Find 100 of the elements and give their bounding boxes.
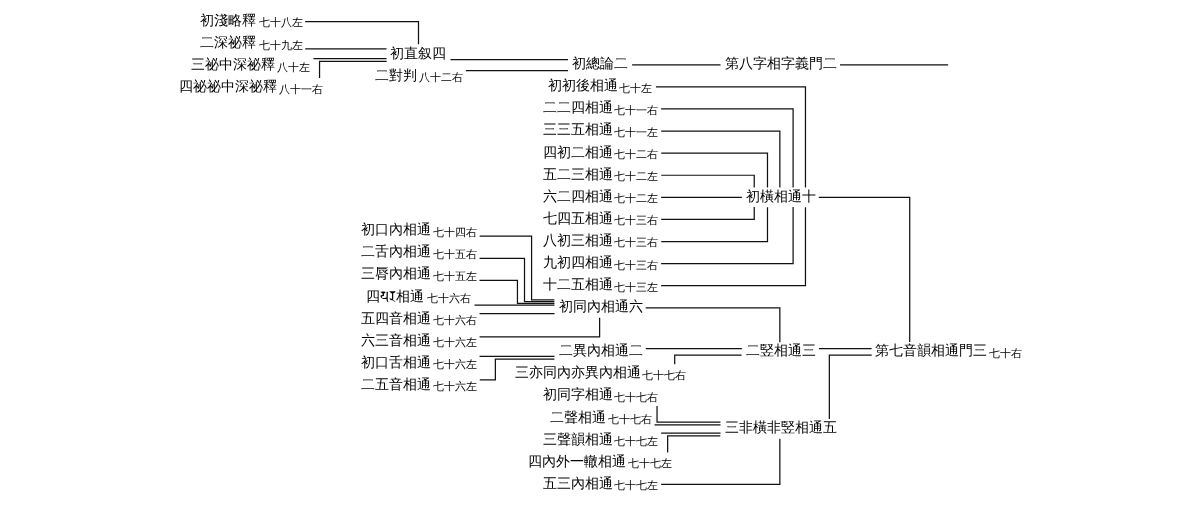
node-label: 七十二左 bbox=[613, 170, 658, 183]
node-text: 三亦同內亦異內相通 bbox=[514, 364, 641, 381]
node-text: 五二三相通 bbox=[542, 165, 613, 182]
node-text: 二舌內相通 bbox=[360, 243, 431, 260]
node-text: 十二五相通 bbox=[542, 276, 613, 293]
connector bbox=[660, 432, 721, 434]
connector bbox=[660, 438, 780, 486]
node-label: 七十四右 bbox=[432, 225, 477, 238]
connector bbox=[464, 69, 569, 72]
node-text: 初淺略釋 bbox=[199, 11, 256, 28]
connector bbox=[478, 312, 555, 315]
node-label: 七十五左 bbox=[432, 270, 477, 283]
node-label: 八十二右 bbox=[418, 71, 463, 84]
node-text: 初同內相通六 bbox=[558, 298, 643, 315]
node-label: 七十一右 bbox=[613, 103, 658, 116]
node-text: 六三音相通 bbox=[360, 331, 431, 348]
node-label: 七十六左 bbox=[432, 358, 477, 371]
connector bbox=[673, 354, 742, 365]
node-text: 二聲相通 bbox=[549, 408, 606, 425]
node-text: 第七音韻相通門三 bbox=[874, 342, 987, 359]
node-text: 初總論二 bbox=[571, 55, 628, 72]
connector bbox=[817, 348, 872, 350]
node-label: 七十三左 bbox=[613, 280, 658, 293]
node-text: 三脣內相通 bbox=[360, 265, 431, 282]
node-text: 四初二相通 bbox=[542, 143, 613, 160]
node-text: 二竪相通三 bbox=[745, 342, 816, 359]
node-text: 初口舌相通 bbox=[360, 353, 431, 370]
node-label: 七十七左 bbox=[627, 457, 672, 470]
node-text: 五三內相通 bbox=[542, 474, 613, 491]
node-label: 七十二左 bbox=[613, 192, 658, 205]
node-text: 五四音相通 bbox=[360, 309, 431, 326]
connector bbox=[660, 206, 755, 221]
node-label: 七十八左 bbox=[258, 16, 303, 29]
node-text: 六二四相通 bbox=[542, 187, 613, 204]
node-text: 三非橫非竪相通五 bbox=[724, 419, 837, 436]
node-text: 二二四相通 bbox=[542, 99, 613, 116]
node-label: 七十六左 bbox=[432, 336, 477, 349]
node-label: 七十三右 bbox=[613, 258, 658, 271]
node-text: 初口內相通 bbox=[360, 221, 431, 238]
node-text: 初初後相通 bbox=[547, 77, 618, 94]
node-label: 七十五右 bbox=[432, 247, 477, 260]
connector bbox=[660, 174, 755, 189]
connector bbox=[478, 317, 600, 338]
connector bbox=[478, 355, 555, 357]
connector bbox=[660, 206, 806, 287]
connector bbox=[304, 48, 387, 50]
node-label: 八十一右 bbox=[278, 82, 323, 95]
connector bbox=[666, 435, 721, 454]
connector bbox=[660, 206, 794, 265]
node-label: 七十六左 bbox=[432, 380, 477, 393]
node-label: 七十六右 bbox=[426, 292, 471, 305]
node-text: 初同字相通 bbox=[542, 386, 613, 403]
node-text: 第八字相字義門二 bbox=[724, 55, 837, 72]
node-label: 七十七右 bbox=[641, 368, 686, 381]
node-label: 七十右 bbox=[988, 346, 1022, 359]
node-text: 九初四相通 bbox=[542, 253, 613, 270]
connector bbox=[644, 307, 780, 343]
node-text: 初橫相通十 bbox=[745, 187, 816, 204]
node-label: 七十九左 bbox=[258, 38, 303, 51]
connector bbox=[653, 424, 721, 426]
node-text: 二五音相通 bbox=[360, 375, 431, 392]
node-label: 七十六右 bbox=[432, 314, 477, 327]
connector bbox=[660, 130, 780, 189]
connector bbox=[838, 64, 949, 66]
connector bbox=[660, 196, 742, 198]
node-text: 二深祕釋 bbox=[199, 33, 256, 50]
node-label: 七十七左 bbox=[613, 435, 658, 448]
node-text: 三聲韻相通 bbox=[542, 430, 613, 447]
node-label: 七十七左 bbox=[613, 479, 658, 492]
connector bbox=[318, 60, 387, 79]
node-label: 八十左 bbox=[276, 60, 310, 73]
node-text: 四𑖧𑖨相通 bbox=[365, 287, 424, 304]
node-label: 七十二右 bbox=[613, 148, 658, 161]
connector bbox=[449, 58, 569, 61]
node-text: 初直叙四 bbox=[389, 44, 446, 61]
node-label: 七十七右 bbox=[613, 391, 658, 404]
node-text: 二異內相通二 bbox=[558, 342, 643, 359]
node-label: 七十七右 bbox=[607, 413, 652, 426]
node-text: 四內外一轍相通 bbox=[527, 452, 626, 469]
connector bbox=[473, 304, 555, 306]
connector bbox=[478, 257, 555, 303]
node-text: 三三五相通 bbox=[542, 121, 613, 138]
connector bbox=[304, 20, 419, 45]
node-label: 七十三右 bbox=[613, 214, 658, 227]
node-text: 三祕中深祕釋 bbox=[190, 56, 275, 73]
node-label: 七十一左 bbox=[613, 126, 658, 139]
node-text: 四祕祕中深祕釋 bbox=[178, 78, 277, 95]
connector bbox=[817, 196, 910, 343]
node-label: 七十左 bbox=[619, 81, 652, 94]
connector bbox=[478, 279, 555, 304]
node-text: 二對判 bbox=[374, 66, 417, 83]
connector bbox=[312, 58, 387, 60]
connector bbox=[644, 348, 742, 350]
connector bbox=[660, 108, 794, 189]
connector bbox=[660, 206, 768, 243]
connector bbox=[478, 358, 555, 381]
node-text: 八初三相通 bbox=[542, 231, 613, 248]
connector bbox=[631, 64, 721, 66]
connector bbox=[660, 152, 768, 189]
node-label: 七十三右 bbox=[613, 236, 658, 249]
